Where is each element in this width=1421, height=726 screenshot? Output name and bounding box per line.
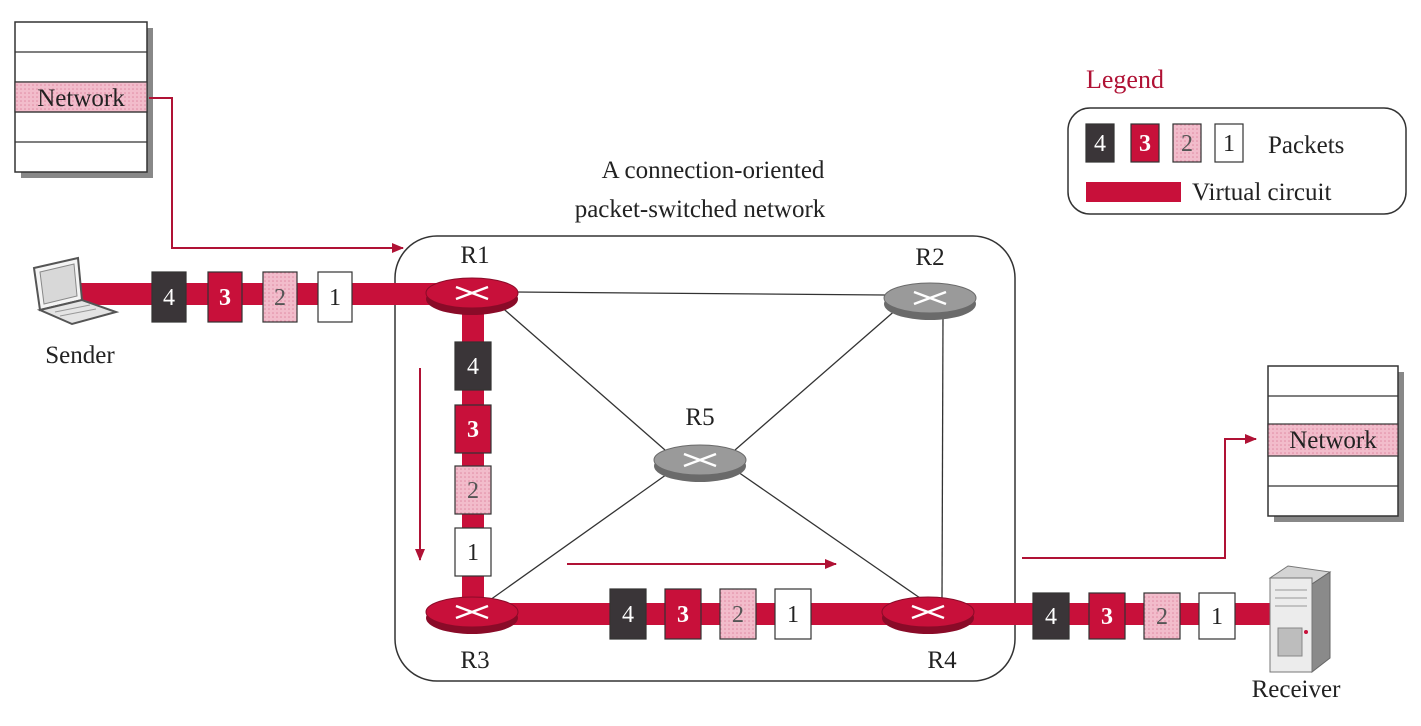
packet-sender-r1-1-label: 1 — [329, 285, 341, 311]
legend-circuit-label: Virtual circuit — [1192, 179, 1331, 206]
receiver-label: Receiver — [1252, 676, 1342, 703]
network-title-line-1: A connection-oriented — [602, 157, 825, 184]
packets-r1-to-r3: 4 3 2 1 — [454, 341, 492, 577]
packet-sender-r1-4-box — [151, 271, 187, 323]
packet-r1-r3-4-label: 4 — [467, 354, 479, 380]
legend-packet-1-box — [1214, 123, 1244, 163]
router-cross — [913, 290, 947, 306]
packet-r3-r4-1-box — [774, 588, 812, 640]
packet-r1-r3-4-box — [454, 341, 492, 391]
server-icon — [1268, 565, 1332, 674]
router-cross — [683, 452, 717, 468]
packet-sender-r1-2-box — [262, 271, 298, 323]
packet-r4-receiver-1-label: 1 — [1211, 604, 1223, 630]
link-r1-r5 — [497, 303, 666, 451]
packet-r3-r4-3-box — [664, 588, 702, 640]
link-r2-r4 — [941, 314, 944, 601]
packet-r1-r3-2-label: 2 — [467, 478, 479, 504]
router-label-r1: R1 — [460, 242, 489, 269]
laptop-icon — [32, 256, 120, 326]
router-icon-r2 — [883, 282, 977, 320]
packet-r1-r3-1-box — [454, 527, 492, 577]
legend-packet-1-label: 1 — [1223, 131, 1235, 157]
packet-sender-r1-4-label: 4 — [163, 285, 175, 311]
packet-r1-r3-2-box — [454, 465, 492, 515]
packets-r3-to-r4: 4 3 2 1 — [609, 588, 812, 640]
router-label-r5: R5 — [685, 404, 714, 431]
sender-network-layer — [14, 81, 148, 113]
arrow-to-receiver-network — [1022, 434, 1257, 559]
receiver-layer-stack — [1267, 365, 1404, 522]
legend-box — [1067, 107, 1407, 215]
legend-packet-4-label: 4 — [1094, 131, 1106, 157]
router-icon-r1 — [425, 277, 519, 315]
packet-r4-receiver-4-box — [1032, 592, 1070, 640]
router-icon-r5 — [653, 444, 747, 482]
legend-packet-2-box — [1172, 123, 1202, 163]
legend-packets: 4 3 2 1 — [1085, 123, 1244, 163]
packet-r4-receiver-1-box — [1198, 592, 1236, 640]
packet-r3-r4-2-label: 2 — [732, 602, 744, 628]
router-icon-r3 — [425, 596, 519, 634]
router-cross — [455, 285, 489, 301]
router-cross — [911, 604, 945, 620]
sender-layer-stack — [14, 21, 153, 178]
packet-r4-receiver-4-label: 4 — [1045, 604, 1057, 630]
packet-r1-r3-3-label: 3 — [467, 417, 479, 443]
legend-packet-2-label: 2 — [1181, 131, 1193, 157]
legend-packet-3-label: 3 — [1139, 131, 1151, 157]
router-cross — [455, 604, 489, 620]
receiver-network-label: Network — [1289, 427, 1377, 454]
sender-label: Sender — [45, 342, 115, 369]
packet-r3-r4-4-label: 4 — [622, 602, 634, 628]
packet-r4-receiver-2-label: 2 — [1156, 604, 1168, 630]
legend-packets-label: Packets — [1268, 132, 1344, 159]
arrow-sender-to-network — [149, 97, 404, 253]
packets-sender-to-r1: 4 3 2 1 — [151, 271, 353, 323]
legend-circuit-swatch — [1086, 182, 1181, 202]
link-r1-r2 — [514, 291, 886, 296]
router-links — [489, 291, 944, 601]
legend-title: Legend — [1086, 65, 1164, 94]
routers — [425, 277, 977, 634]
flow-arrows — [149, 97, 1257, 569]
packet-r3-r4-1-label: 1 — [787, 602, 799, 628]
packet-sender-r1-3-box — [207, 271, 243, 323]
link-r5-r3 — [489, 471, 671, 601]
packet-sender-r1-1-box — [317, 271, 353, 323]
router-label-r3: R3 — [460, 647, 489, 674]
packet-r4-receiver-3-box — [1088, 592, 1126, 640]
receiver-network-layer — [1267, 423, 1399, 457]
router-label-r4: R4 — [927, 647, 957, 674]
legend-packet-3-box — [1130, 123, 1160, 163]
link-r5-r4 — [737, 471, 921, 599]
network-title-line-2: packet-switched network — [575, 196, 826, 223]
packet-r4-receiver-3-label: 3 — [1101, 604, 1113, 630]
router-icon-r4 — [881, 596, 975, 634]
packet-r3-r4-4-box — [609, 588, 647, 640]
packet-r4-receiver-2-box — [1143, 592, 1181, 640]
packets-r4-to-receiver: 4 3 2 1 — [1032, 592, 1236, 640]
circuit-segment-r3-r4 — [470, 603, 940, 625]
legend-packet-4-box — [1085, 123, 1115, 163]
packet-r1-r3-1-label: 1 — [467, 540, 479, 566]
packet-r3-r4-3-label: 3 — [677, 602, 689, 628]
router-label-r2: R2 — [915, 244, 944, 271]
network-boundary — [394, 235, 1016, 682]
packet-r3-r4-2-box — [719, 588, 757, 640]
sender-network-label: Network — [37, 85, 125, 112]
packet-sender-r1-2-label: 2 — [274, 285, 286, 311]
link-r2-r5 — [734, 307, 899, 451]
packet-sender-r1-3-label: 3 — [219, 285, 231, 311]
packet-r1-r3-3-box — [454, 404, 492, 454]
